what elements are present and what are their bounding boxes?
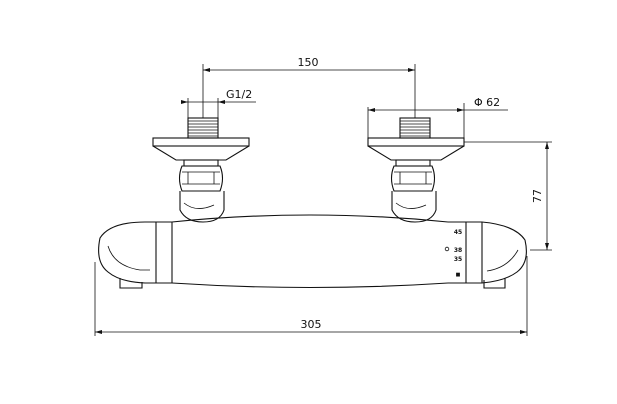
dimension-thread: G1/2 — [181, 88, 256, 118]
dimension-overall-length: 305 — [94, 256, 528, 336]
overall-length-label: 305 — [301, 318, 322, 331]
dimension-projection: 77 — [464, 141, 552, 251]
left-inlet — [152, 117, 250, 223]
mixer-body — [98, 214, 527, 289]
scale-cold-marker: ■ — [456, 272, 461, 278]
inlet-spacing-label: 150 — [298, 56, 319, 69]
temperature-scale: 45 38 35 ■ — [454, 229, 462, 278]
thread-label: G1/2 — [226, 88, 252, 101]
dimension-inlet-spacing: 150 — [202, 56, 416, 118]
dimension-cover-diameter: Φ 62 — [367, 96, 508, 138]
projection-label: 77 — [531, 189, 544, 203]
cover-diameter-label: Φ 62 — [474, 96, 500, 109]
scale-35: 35 — [454, 256, 462, 263]
scale-38: 38 — [454, 247, 462, 254]
right-inlet — [367, 117, 465, 223]
scale-45: 45 — [454, 229, 462, 236]
